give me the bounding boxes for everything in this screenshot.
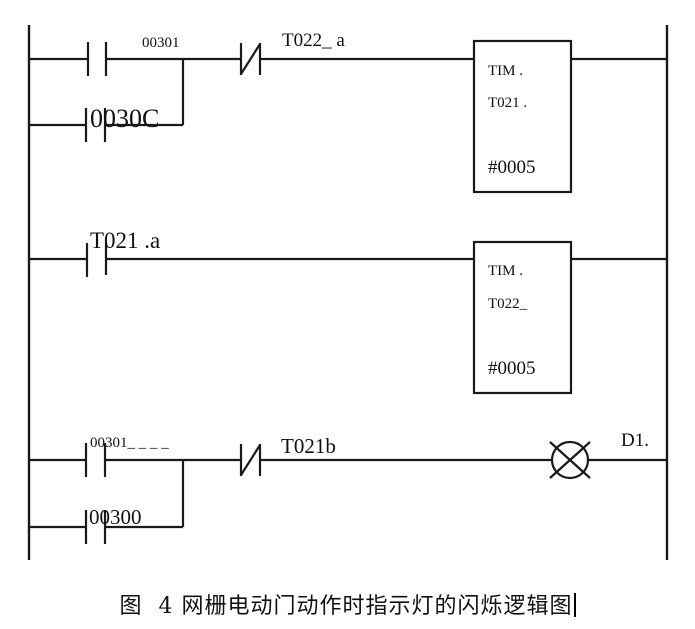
- contact-label-0030c: 0030C: [90, 104, 159, 133]
- timer-preset: #0005: [488, 358, 536, 379]
- timer-instruction: TIM .: [488, 63, 523, 79]
- lamp-icon: [549, 440, 591, 480]
- timer-block-t021: [472, 39, 573, 194]
- figure-number: 4: [158, 594, 174, 619]
- figure-label: 图: [119, 594, 143, 619]
- rung-2: T021 .a TIM . T022_ #0005: [29, 228, 667, 395]
- ladder-diagram: 00301 0030C T022_ a TIM . T021 . #0005: [27, 25, 669, 560]
- contact-label-00300: 00300: [89, 505, 142, 529]
- rung-3: 00301_ _ _ _ 00300 T021b D1.: [29, 430, 667, 544]
- output-label-d1: D1.: [621, 430, 649, 451]
- timer-instruction: TIM .: [488, 263, 523, 279]
- figure-caption: 图 4 网栅电动门动作时指示灯的闪烁逻辑图: [0, 588, 695, 620]
- timer-id: T021 .: [488, 95, 527, 111]
- contact-label-t022-a: T022_ a: [282, 30, 345, 51]
- rung-1: 00301 0030C T022_ a TIM . T021 . #0005: [29, 30, 667, 194]
- nc-contact-t021b: [239, 444, 262, 476]
- timer-preset: #0005: [488, 157, 536, 178]
- figure-title: 网栅电动门动作时指示灯的闪烁逻辑图: [181, 594, 573, 619]
- contact-label-t021-a: T021 .a: [90, 228, 160, 253]
- timer-id: T022_: [488, 296, 528, 312]
- contact-label-00301: 00301_ _ _ _: [90, 435, 169, 451]
- contact-label-t021b: T021b: [281, 434, 336, 458]
- timer-block-t022: [472, 240, 573, 395]
- nc-contact-t022: [239, 43, 262, 75]
- text-cursor: [573, 593, 576, 617]
- contact-label-00301: 00301: [142, 35, 180, 51]
- no-contact-00301: [86, 42, 108, 76]
